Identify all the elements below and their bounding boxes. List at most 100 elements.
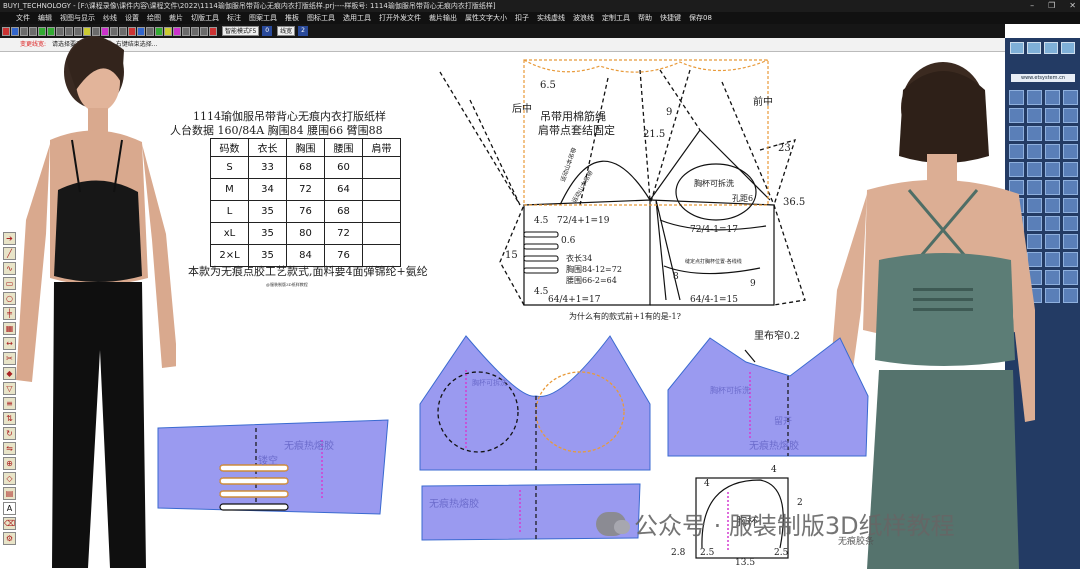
menu-item[interactable]: 图案工具 — [249, 14, 277, 22]
menu-item[interactable]: 定制工具 — [602, 14, 630, 22]
print-icon[interactable] — [29, 26, 37, 36]
right-tool-button[interactable] — [1045, 288, 1060, 303]
fill-tool-icon[interactable]: ▦ — [3, 322, 16, 335]
menu-item[interactable]: 绘图 — [147, 14, 161, 22]
curve-tool-icon[interactable]: ∿ — [3, 262, 16, 275]
right-tool-button[interactable] — [1045, 198, 1060, 213]
right-tool-button[interactable] — [1063, 144, 1078, 159]
menu-item[interactable]: 推板 — [285, 14, 299, 22]
split-tool-icon[interactable]: ╪ — [3, 307, 16, 320]
zoom-in-icon[interactable] — [38, 26, 46, 36]
right-tool-button[interactable] — [1027, 144, 1042, 159]
curve-icon[interactable] — [119, 26, 127, 36]
right-tool-button[interactable] — [1063, 216, 1078, 231]
settings-tool-icon[interactable]: ⚙ — [3, 532, 16, 545]
right-tool-button[interactable] — [1027, 216, 1042, 231]
right-tool-button[interactable] — [1063, 270, 1078, 285]
text-icon[interactable] — [182, 26, 190, 36]
save-icon[interactable] — [20, 26, 28, 36]
pan-icon[interactable] — [56, 26, 64, 36]
mirror-icon[interactable] — [137, 26, 145, 36]
grade-tool-icon[interactable]: ⇅ — [3, 412, 16, 425]
palette-icon[interactable] — [173, 26, 181, 36]
right-tool-button[interactable] — [1009, 90, 1024, 105]
right-tool-button[interactable] — [1063, 288, 1078, 303]
undo-icon[interactable] — [65, 26, 73, 36]
menu-item[interactable]: 帮助 — [638, 14, 652, 22]
right-tool-button[interactable] — [1009, 108, 1024, 123]
right-tool-button[interactable] — [1027, 108, 1042, 123]
right-tool-button[interactable] — [1045, 234, 1060, 249]
right-tool-button[interactable] — [1063, 252, 1078, 267]
notch-tool-icon[interactable]: ◆ — [3, 367, 16, 380]
cut-icon[interactable] — [128, 26, 136, 36]
mode-select[interactable]: 智能模式F5 — [222, 26, 260, 36]
close-icon[interactable]: ✕ — [1069, 1, 1076, 10]
menu-item[interactable]: 裁片输出 — [429, 14, 457, 22]
layer-field[interactable]: 0 — [262, 26, 273, 36]
menu-item[interactable]: 切版工具 — [191, 14, 219, 22]
cut-tool-icon[interactable]: ✂ — [3, 352, 16, 365]
rotate-icon[interactable] — [146, 26, 154, 36]
panel-tab-4[interactable] — [1061, 42, 1075, 54]
measure-tool-icon[interactable]: ↔ — [3, 337, 16, 350]
right-tool-button[interactable] — [1027, 162, 1042, 177]
right-tool-button[interactable] — [1045, 162, 1060, 177]
grid-icon[interactable] — [191, 26, 199, 36]
rect-tool-icon[interactable]: ▭ — [3, 277, 16, 290]
menu-item[interactable]: 打开外发文件 — [379, 14, 421, 22]
seam-tool-icon[interactable]: ≡ — [3, 397, 16, 410]
right-tool-button[interactable] — [1045, 144, 1060, 159]
select-icon[interactable] — [92, 26, 100, 36]
pen-icon[interactable] — [101, 26, 109, 36]
right-tool-button[interactable] — [1027, 180, 1042, 195]
menu-item[interactable]: 保存08 — [689, 14, 712, 22]
right-tool-button[interactable] — [1045, 252, 1060, 267]
menu-item[interactable]: 扣子 — [515, 14, 529, 22]
shape-tool-icon[interactable]: ◇ — [3, 472, 16, 485]
open-file-icon[interactable] — [11, 26, 19, 36]
right-tool-button[interactable] — [1063, 126, 1078, 141]
layer-tool-icon[interactable]: ▤ — [3, 487, 16, 500]
right-tool-button[interactable] — [1027, 90, 1042, 105]
menu-item[interactable]: 标注 — [227, 14, 241, 22]
menu-item[interactable]: 裁片 — [169, 14, 183, 22]
minimize-icon[interactable]: – — [1030, 1, 1035, 10]
redo-icon[interactable] — [74, 26, 82, 36]
right-tool-button[interactable] — [1063, 90, 1078, 105]
circle-tool-icon[interactable]: ○ — [3, 292, 16, 305]
pin-tool-icon[interactable]: ⊕ — [3, 457, 16, 470]
menu-item[interactable]: 设置 — [125, 14, 139, 22]
mirror-tool-icon[interactable]: ⇋ — [3, 442, 16, 455]
dart-tool-icon[interactable]: ▽ — [3, 382, 16, 395]
right-tool-button[interactable] — [1063, 108, 1078, 123]
right-tool-button[interactable] — [1045, 216, 1060, 231]
zoom-out-icon[interactable] — [47, 26, 55, 36]
right-tool-button[interactable] — [1045, 90, 1060, 105]
panel-tab-2[interactable] — [1027, 42, 1041, 54]
right-tool-button[interactable] — [1063, 198, 1078, 213]
right-tool-button[interactable] — [1027, 198, 1042, 213]
right-tool-button[interactable] — [1009, 144, 1024, 159]
right-tool-button[interactable] — [1045, 270, 1060, 285]
right-tool-button[interactable] — [1045, 108, 1060, 123]
line-icon[interactable] — [110, 26, 118, 36]
grade-icon[interactable] — [155, 26, 163, 36]
menu-item[interactable]: 视图与显示 — [60, 14, 95, 22]
rotate-tool-icon[interactable]: ↻ — [3, 427, 16, 440]
measure-icon[interactable] — [83, 26, 91, 36]
menu-item[interactable]: 波浪线 — [573, 14, 594, 22]
delete-icon[interactable] — [209, 26, 217, 36]
arrow-tool-icon[interactable]: ➔ — [3, 232, 16, 245]
right-tool-button[interactable] — [1027, 126, 1042, 141]
menu-item[interactable]: 选用工具 — [343, 14, 371, 22]
right-tool-button[interactable] — [1063, 234, 1078, 249]
panel-tab-3[interactable] — [1044, 42, 1058, 54]
menu-item[interactable]: 图标工具 — [307, 14, 335, 22]
menu-item[interactable]: 文件 — [16, 14, 30, 22]
maximize-icon[interactable]: ❐ — [1048, 1, 1056, 10]
text-tool-icon[interactable]: A — [3, 502, 16, 515]
menu-item[interactable]: 编辑 — [38, 14, 52, 22]
right-tool-button[interactable] — [1009, 126, 1024, 141]
color-icon[interactable] — [164, 26, 172, 36]
